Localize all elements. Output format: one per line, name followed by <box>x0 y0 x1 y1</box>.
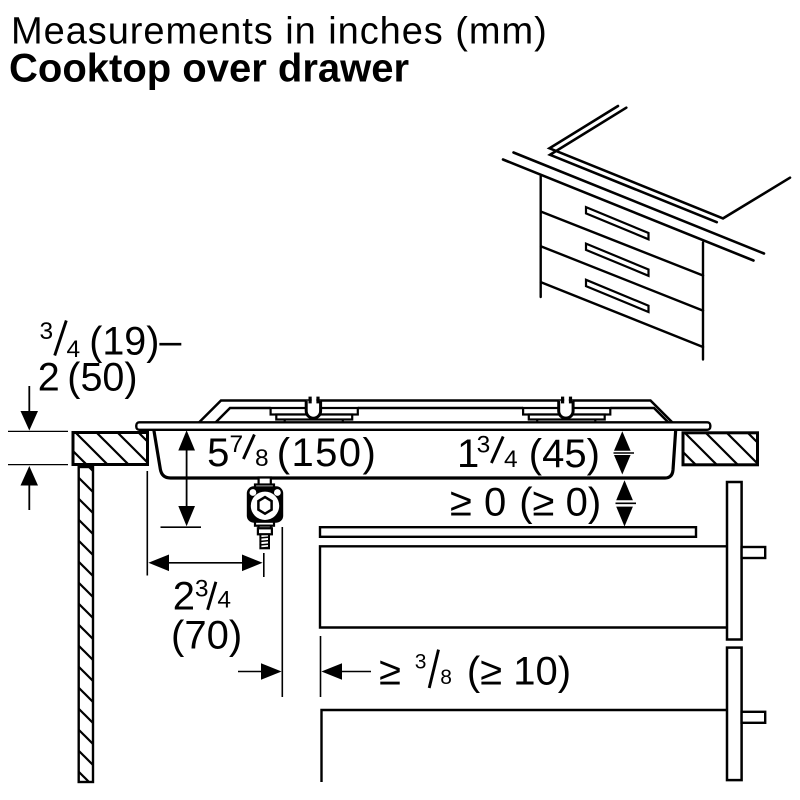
svg-text:Measurements in inches (mm): Measurements in inches (mm) <box>11 11 548 53</box>
svg-text:(≥ 0): (≥ 0) <box>519 480 601 524</box>
svg-text:≥: ≥ <box>379 650 401 694</box>
svg-text:3: 3 <box>477 432 491 459</box>
svg-text:Cooktop over drawer: Cooktop over drawer <box>9 47 409 91</box>
svg-text:2: 2 <box>38 356 60 400</box>
svg-text:8: 8 <box>255 445 269 472</box>
svg-text:(50): (50) <box>67 356 137 400</box>
svg-text:4: 4 <box>67 336 81 363</box>
svg-text:7: 7 <box>230 431 244 458</box>
svg-text:0: 0 <box>484 480 506 524</box>
svg-text:4: 4 <box>504 446 518 473</box>
svg-text:8: 8 <box>440 666 452 689</box>
svg-text:3: 3 <box>415 651 427 674</box>
svg-text:5: 5 <box>207 431 229 475</box>
svg-text:1: 1 <box>457 432 479 476</box>
svg-text:≥: ≥ <box>450 480 472 524</box>
svg-text:(≥ 10): (≥ 10) <box>467 650 571 694</box>
svg-text:(45): (45) <box>529 432 600 476</box>
svg-text:(150): (150) <box>277 431 377 475</box>
svg-text:2: 2 <box>173 574 195 618</box>
svg-text:3: 3 <box>40 318 54 345</box>
svg-text:3: 3 <box>195 576 209 603</box>
svg-text:(70): (70) <box>171 613 242 657</box>
svg-text:(19)–: (19)– <box>89 320 181 364</box>
svg-text:4: 4 <box>217 587 231 614</box>
